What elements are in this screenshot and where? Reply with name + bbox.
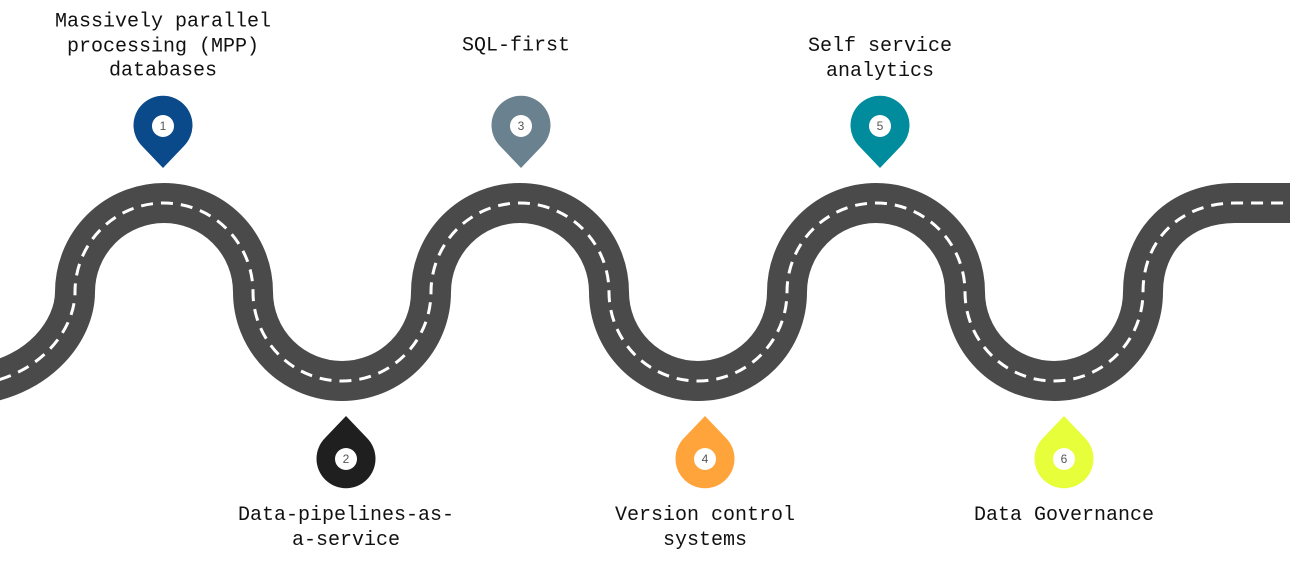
- pin-number-badge: [869, 115, 891, 137]
- milestone-label-3: SQL-first: [461, 34, 571, 58]
- milestone-label-6: Data Governance: [973, 504, 1155, 527]
- pin-number-badge: [152, 115, 174, 137]
- pin-number: 6: [1061, 452, 1068, 466]
- milestone-label-4: Version control systems: [614, 504, 796, 552]
- milestone-pin-4: 4: [675, 416, 735, 489]
- pin-number: 2: [343, 452, 350, 466]
- pin-number: 3: [518, 119, 525, 133]
- pin-number: 1: [160, 119, 167, 133]
- pin-number: 5: [877, 119, 884, 133]
- road-asphalt: [0, 183, 1290, 401]
- milestone-label-2: Data-pipelines-as- a-service: [237, 504, 455, 552]
- pin-number-badge: [510, 115, 532, 137]
- milestone-label-5: Self service analytics: [807, 35, 953, 83]
- milestone-pin-5: 5: [850, 95, 910, 168]
- milestone-pin-6: 6: [1034, 416, 1094, 489]
- milestone-pin-1: 1: [133, 95, 193, 168]
- milestone-label-1: Massively parallel processing (MPP) data…: [54, 10, 272, 83]
- milestone-pin-3: 3: [491, 95, 551, 168]
- pin-number: 4: [702, 452, 709, 466]
- road-lane-marking: [0, 201, 1290, 383]
- pin-number-badge: [1053, 448, 1075, 470]
- milestone-pin-2: 2: [316, 416, 376, 489]
- pin-number-badge: [694, 448, 716, 470]
- pin-number-badge: [335, 448, 357, 470]
